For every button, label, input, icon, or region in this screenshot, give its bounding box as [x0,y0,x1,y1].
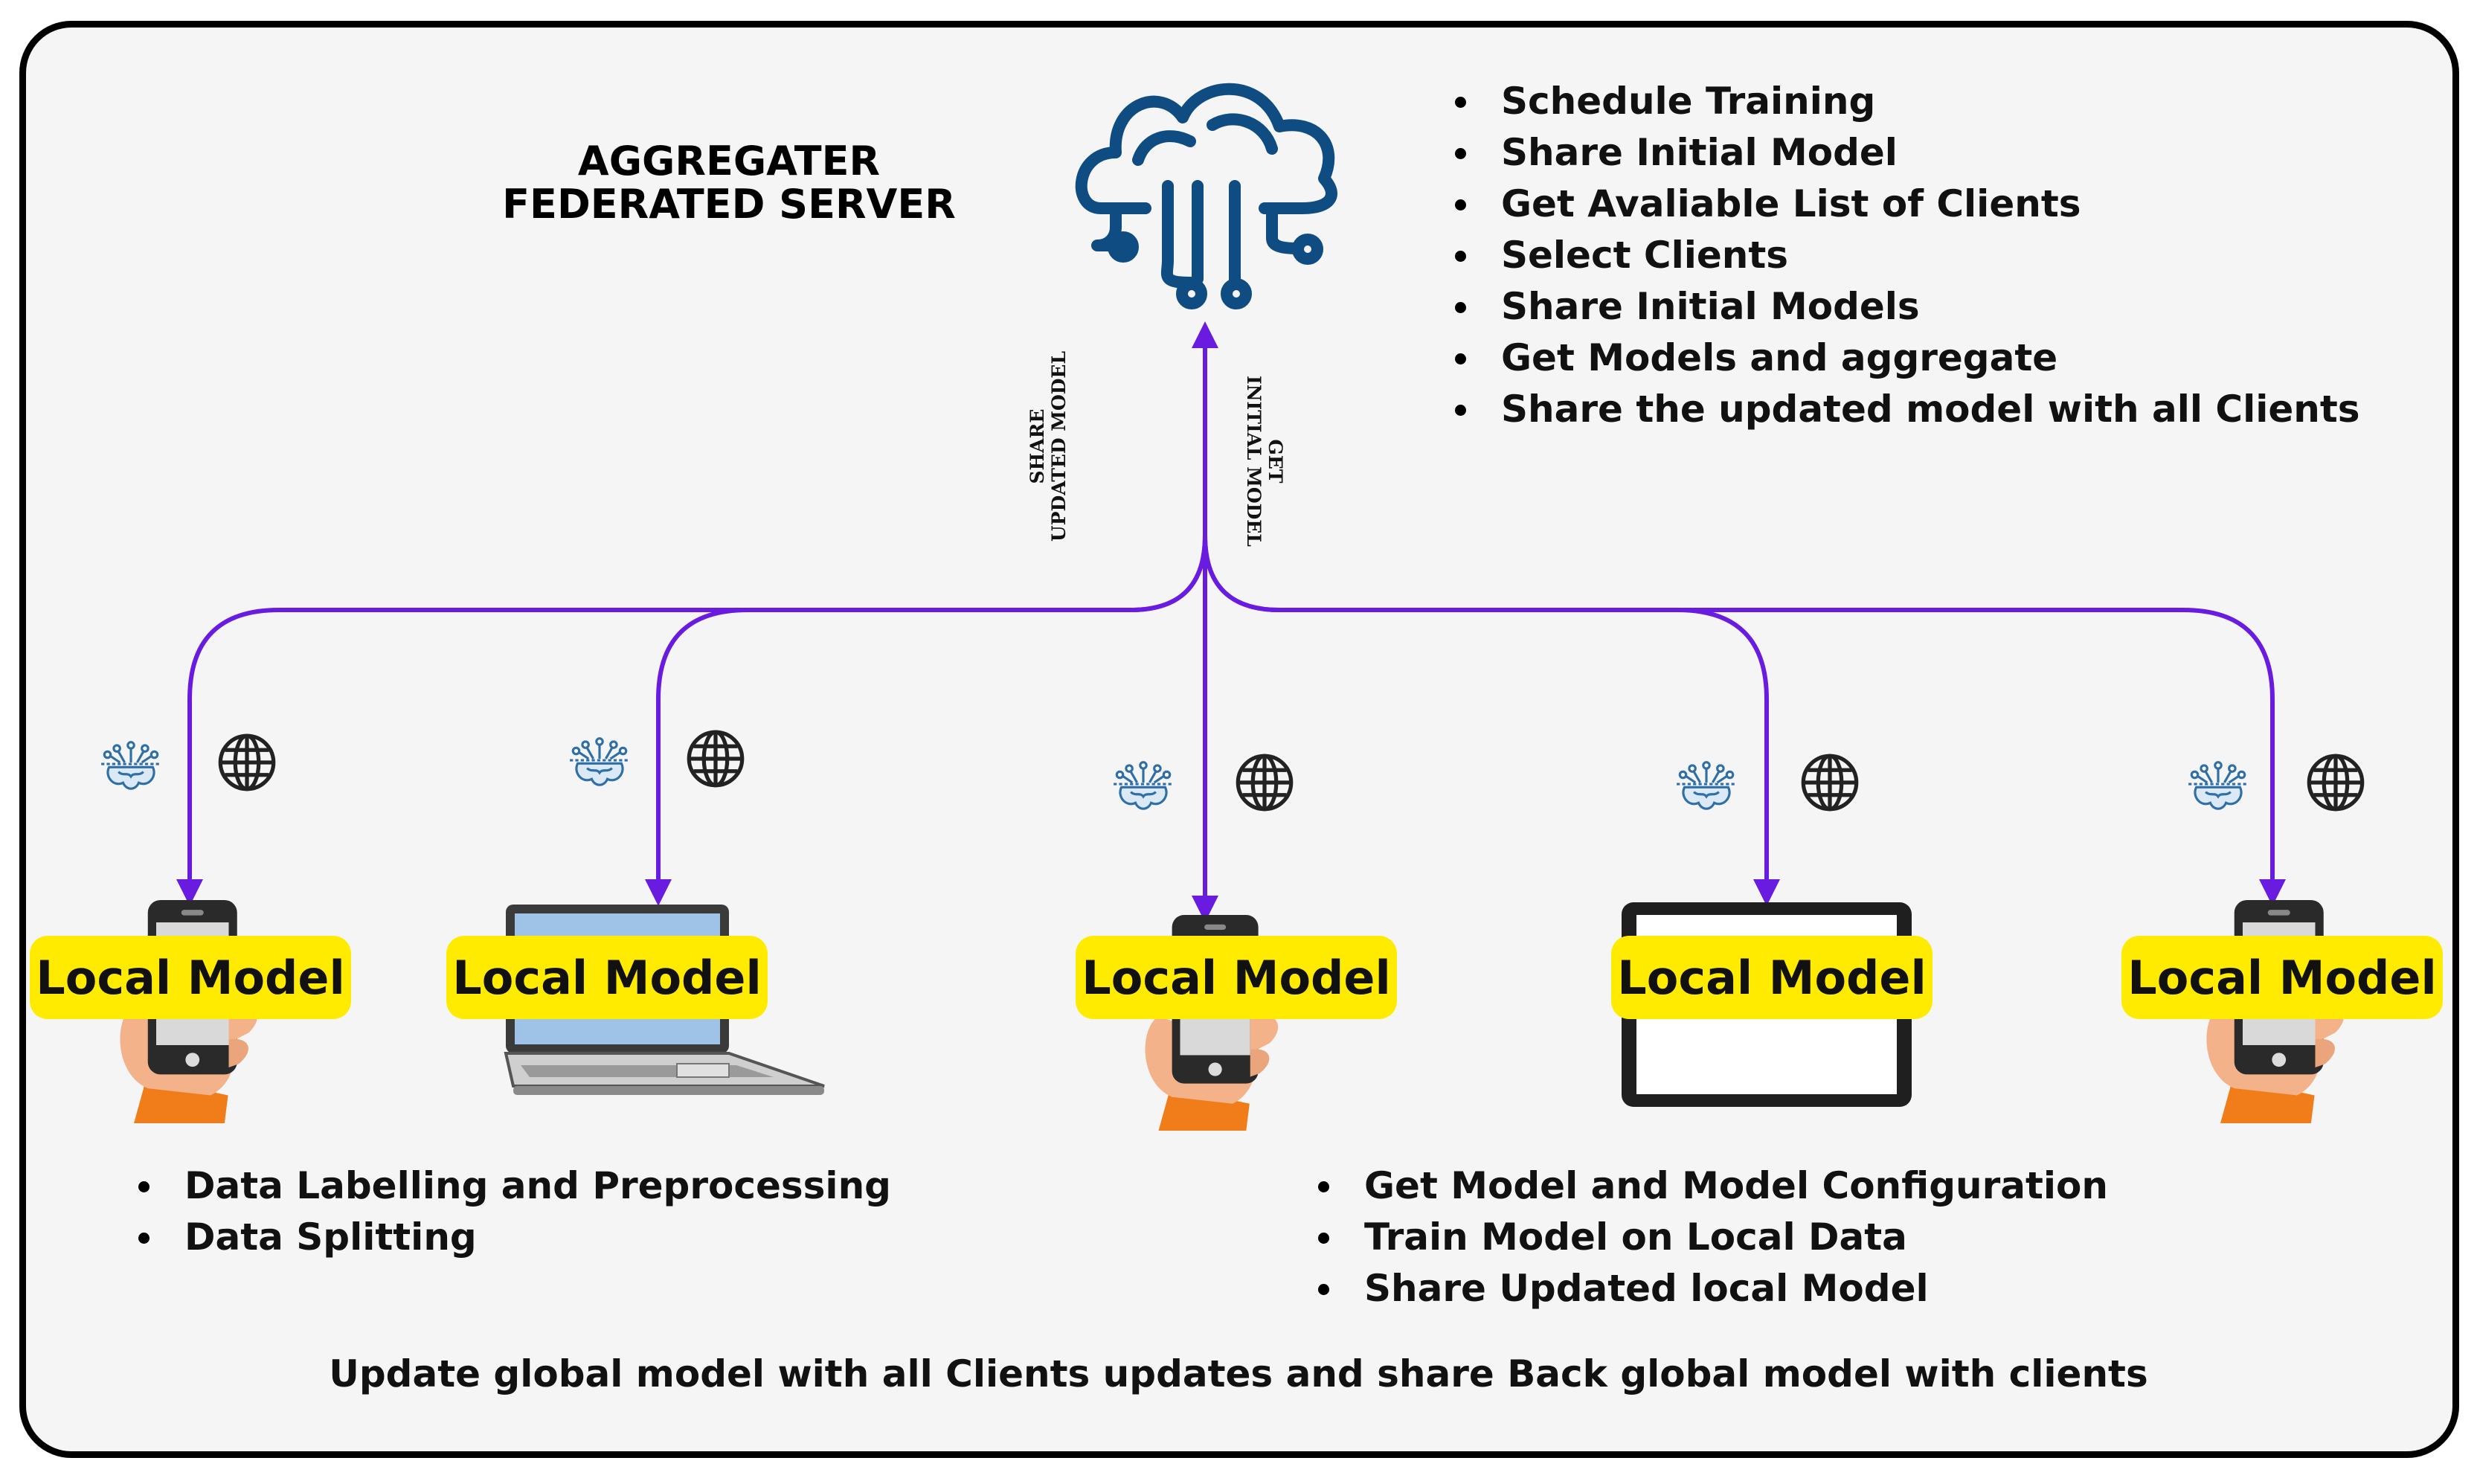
globe-icon [689,732,742,785]
ai-brain-icon [568,737,631,786]
client-task-item: Get Model and Model Configuration [1314,1160,2108,1212]
data-prep-task-item: Data Labelling and Preprocessing [134,1160,891,1212]
server-task-item: Schedule Training [1450,76,2360,127]
globe-icon [220,736,273,788]
server-task-item: Share Initial Model [1450,127,2360,179]
client-task-item: Train Model on Local Data [1314,1212,2108,1263]
branch-to-client-1 [176,535,1207,906]
server-task-item: Get Models and aggregate [1450,333,2360,384]
get-initial-model-label: GET INITIAL MODEL [1243,350,1286,573]
get-label-line2: INITIAL MODEL [1243,376,1265,547]
server-title-line2: FEDERATED SERVER [502,181,956,228]
ai-brain-icon [100,741,162,790]
local-model-label: Local Model [1076,936,1397,1019]
server-title: AGGREGATER FEDERATED SERVER [439,140,1019,226]
server-task-item: Select Clients [1450,230,2360,281]
server-task-list: Schedule Training Share Initial Model Ge… [1450,76,2360,435]
share-updated-model-label: SHARE UPDATED MODEL [1027,335,1070,558]
share-label-line1: SHARE [1027,408,1048,484]
ai-brain-icon [1675,761,1738,810]
globe-icon [1238,756,1291,809]
client-task-item: Share Updated local Model [1314,1263,2108,1314]
globe-icon [2309,756,2362,809]
server-task-item: Share Initial Models [1450,281,2360,333]
globe-icon [1803,756,1856,809]
client-task-list: Get Model and Model Configuration Train … [1314,1160,2108,1314]
local-model-label: Local Model [30,936,351,1019]
ai-brain-icon [2187,761,2249,810]
server-task-item: Get Avaliable List of Clients [1450,179,2360,230]
data-prep-task-list: Data Labelling and Preprocessing Data Sp… [134,1160,891,1263]
cloud-network-icon [1075,83,1337,309]
data-prep-task-item: Data Splitting [134,1212,891,1263]
branch-to-client-5 [1203,535,2286,906]
server-title-line1: AGGREGATER [577,138,881,184]
branch-to-client-4 [1203,535,1780,906]
connector-lines [176,321,2286,922]
server-task-item: Share the updated model with all Clients [1450,384,2360,435]
local-model-label: Local Model [1611,936,1933,1019]
get-label-line1: GET [1265,439,1286,484]
ai-brain-icon [1112,761,1175,810]
branch-to-client-2 [645,535,1207,906]
local-model-label: Local Model [2121,936,2443,1019]
footer-summary: Update global model with all Clients upd… [329,1352,2148,1395]
local-model-label: Local Model [446,936,768,1019]
share-label-line2: UPDATED MODEL [1048,350,1070,542]
